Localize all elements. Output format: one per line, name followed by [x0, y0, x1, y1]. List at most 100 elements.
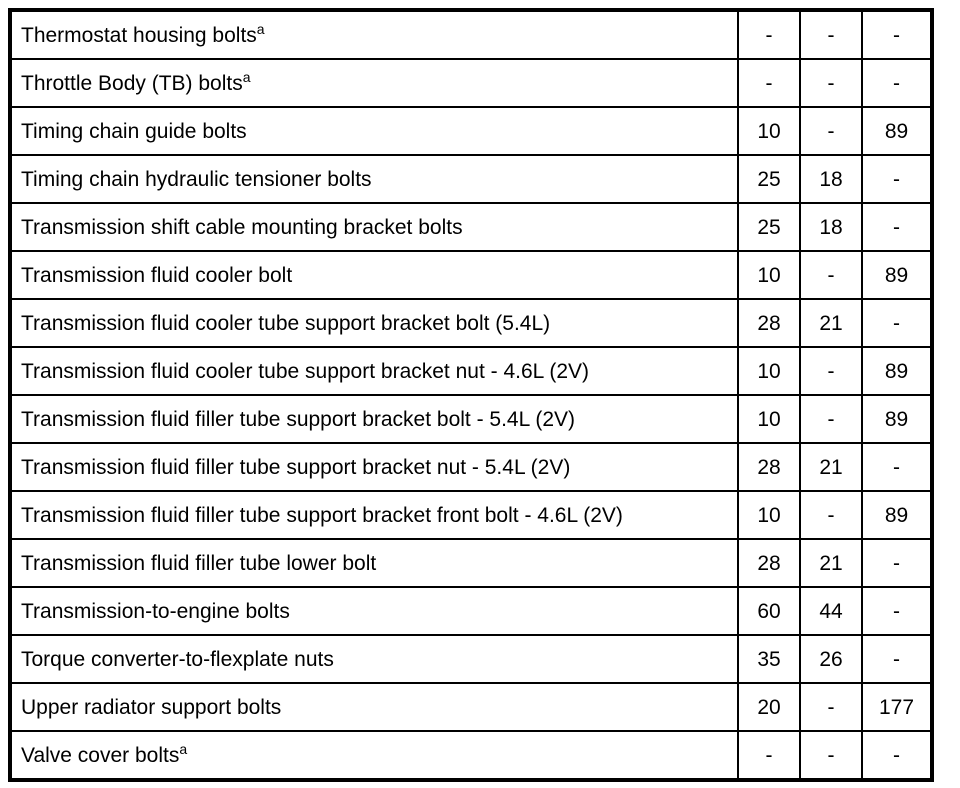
- value-col3-cell: -: [861, 634, 933, 684]
- value-col1-cell: 10: [737, 490, 801, 540]
- value-col1-cell: -: [737, 9, 801, 60]
- component-name-cell: Throttle Body (TB) boltsa: [9, 58, 739, 108]
- value-col2-cell: -: [799, 490, 863, 540]
- table-row: Thermostat housing boltsa - - -: [9, 9, 933, 60]
- value-col2-cell: -: [799, 250, 863, 300]
- value-col1-cell: 60: [737, 586, 801, 636]
- value-col2-cell: 18: [799, 202, 863, 252]
- value-col1-cell: -: [737, 58, 801, 108]
- component-name-cell: Torque converter-to-flexplate nuts: [9, 634, 739, 684]
- table-row: Transmission shift cable mounting bracke…: [9, 202, 933, 252]
- component-label: Transmission fluid filler tube support b…: [21, 503, 623, 527]
- value-col2-cell: 44: [799, 586, 863, 636]
- value-col1-cell: 28: [737, 298, 801, 348]
- table-body: Thermostat housing boltsa - - - Throttle…: [9, 9, 933, 781]
- table-row: Torque converter-to-flexplate nuts 35 26…: [9, 634, 933, 684]
- torque-specifications-table: Thermostat housing boltsa - - - Throttle…: [8, 8, 934, 782]
- component-label: Timing chain guide bolts: [21, 119, 247, 143]
- component-name-cell: Thermostat housing boltsa: [9, 9, 739, 60]
- component-label: Transmission fluid cooler tube support b…: [21, 359, 590, 383]
- table-row: Valve cover boltsa - - -: [9, 730, 933, 781]
- value-col1-cell: -: [737, 730, 801, 781]
- table-row: Transmission fluid filler tube support b…: [9, 490, 933, 540]
- component-name-cell: Transmission fluid filler tube support b…: [9, 442, 739, 492]
- value-col1-cell: 10: [737, 106, 801, 156]
- value-col3-cell: -: [861, 154, 933, 204]
- table-row: Upper radiator support bolts 20 - 177: [9, 682, 933, 732]
- value-col1-cell: 28: [737, 442, 801, 492]
- table-row: Throttle Body (TB) boltsa - - -: [9, 58, 933, 108]
- value-col2-cell: 21: [799, 442, 863, 492]
- value-col3-cell: 89: [861, 490, 933, 540]
- value-col1-cell: 35: [737, 634, 801, 684]
- component-label: Transmission fluid cooler bolt: [21, 263, 293, 287]
- table-row: Transmission-to-engine bolts 60 44 -: [9, 586, 933, 636]
- component-name-cell: Transmission fluid filler tube support b…: [9, 394, 739, 444]
- value-col3-cell: -: [861, 9, 933, 60]
- value-col2-cell: 18: [799, 154, 863, 204]
- value-col3-cell: -: [861, 586, 933, 636]
- value-col3-cell: -: [861, 730, 933, 781]
- table-row: Timing chain guide bolts 10 - 89: [9, 106, 933, 156]
- component-label: Throttle Body (TB) bolts: [21, 71, 243, 95]
- component-name-cell: Transmission fluid filler tube support b…: [9, 490, 739, 540]
- component-label: Torque converter-to-flexplate nuts: [21, 647, 334, 671]
- component-name-cell: Timing chain hydraulic tensioner bolts: [9, 154, 739, 204]
- component-label: Transmission fluid cooler tube support b…: [21, 311, 551, 335]
- component-name-cell: Transmission fluid filler tube lower bol…: [9, 538, 739, 588]
- component-label: Transmission fluid filler tube lower bol…: [21, 551, 377, 575]
- footnote-marker-icon: a: [179, 740, 188, 757]
- value-col2-cell: -: [799, 9, 863, 60]
- table-row: Transmission fluid cooler tube support b…: [9, 346, 933, 396]
- value-col1-cell: 25: [737, 202, 801, 252]
- value-col3-cell: -: [861, 202, 933, 252]
- component-name-cell: Transmission fluid cooler bolt: [9, 250, 739, 300]
- value-col2-cell: 21: [799, 298, 863, 348]
- value-col3-cell: 89: [861, 394, 933, 444]
- value-col2-cell: 26: [799, 634, 863, 684]
- component-name-cell: Timing chain guide bolts: [9, 106, 739, 156]
- value-col1-cell: 28: [737, 538, 801, 588]
- component-label: Transmission fluid filler tube support b…: [21, 455, 571, 479]
- component-name-cell: Upper radiator support bolts: [9, 682, 739, 732]
- footnote-marker-icon: a: [256, 20, 265, 37]
- value-col3-cell: 177: [861, 682, 933, 732]
- component-label: Transmission fluid filler tube support b…: [21, 407, 576, 431]
- value-col1-cell: 25: [737, 154, 801, 204]
- component-name-cell: Transmission fluid cooler tube support b…: [9, 346, 739, 396]
- value-col3-cell: -: [861, 538, 933, 588]
- component-label: Upper radiator support bolts: [21, 695, 282, 719]
- value-col3-cell: 89: [861, 106, 933, 156]
- value-col1-cell: 10: [737, 250, 801, 300]
- table-row: Transmission fluid cooler tube support b…: [9, 298, 933, 348]
- value-col3-cell: 89: [861, 250, 933, 300]
- table-row: Transmission fluid cooler bolt 10 - 89: [9, 250, 933, 300]
- component-label: Transmission-to-engine bolts: [21, 599, 290, 623]
- value-col2-cell: -: [799, 730, 863, 781]
- value-col3-cell: -: [861, 298, 933, 348]
- component-name-cell: Transmission shift cable mounting bracke…: [9, 202, 739, 252]
- component-label: Transmission shift cable mounting bracke…: [21, 215, 463, 239]
- component-label: Thermostat housing bolts: [21, 23, 257, 47]
- footnote-marker-icon: a: [242, 68, 251, 85]
- table-row: Transmission fluid filler tube support b…: [9, 394, 933, 444]
- table-row: Timing chain hydraulic tensioner bolts 2…: [9, 154, 933, 204]
- component-name-cell: Transmission fluid cooler tube support b…: [9, 298, 739, 348]
- value-col2-cell: -: [799, 346, 863, 396]
- value-col2-cell: -: [799, 58, 863, 108]
- value-col3-cell: -: [861, 442, 933, 492]
- component-label: Timing chain hydraulic tensioner bolts: [21, 167, 372, 191]
- value-col2-cell: -: [799, 106, 863, 156]
- table-row: Transmission fluid filler tube support b…: [9, 442, 933, 492]
- component-label: Valve cover bolts: [21, 743, 180, 767]
- table-row: Transmission fluid filler tube lower bol…: [9, 538, 933, 588]
- value-col3-cell: 89: [861, 346, 933, 396]
- value-col3-cell: -: [861, 58, 933, 108]
- value-col1-cell: 10: [737, 346, 801, 396]
- value-col1-cell: 20: [737, 682, 801, 732]
- component-name-cell: Transmission-to-engine bolts: [9, 586, 739, 636]
- component-name-cell: Valve cover boltsa: [9, 730, 739, 781]
- value-col2-cell: -: [799, 394, 863, 444]
- value-col2-cell: 21: [799, 538, 863, 588]
- value-col1-cell: 10: [737, 394, 801, 444]
